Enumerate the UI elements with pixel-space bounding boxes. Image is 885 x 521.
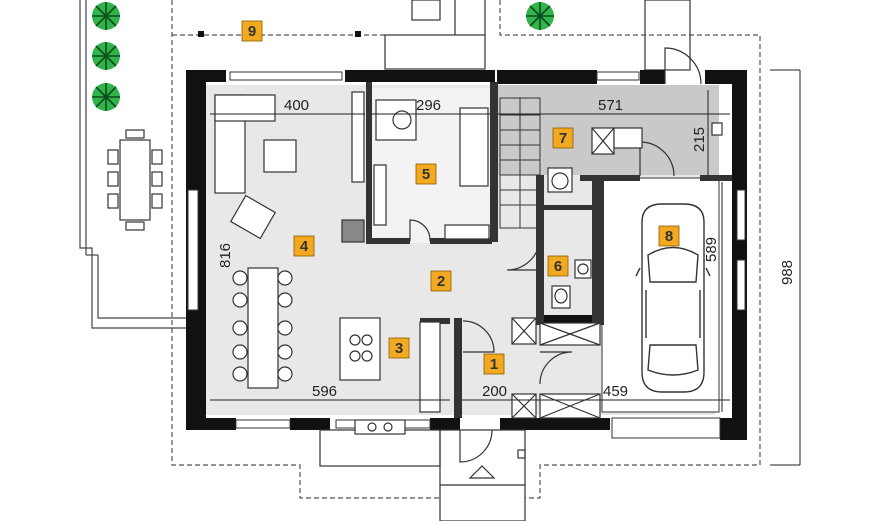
room-tag-6: 6 [547,255,569,277]
dimension-labels: 400 296 571 215 816 589 988 596 200 459 [217,97,796,400]
dimension-bottom-left: 596 [312,383,337,400]
room-tag-5: 5 [415,163,437,185]
room-label-1: 1 [490,356,498,373]
dimension-living-depth: 816 [217,243,234,268]
dimension-living-width: 400 [284,97,309,114]
terrace-markers [198,31,361,37]
room-label-3: 3 [395,340,403,357]
room-tag-7: 7 [552,127,574,149]
room-label-7: 7 [559,130,567,147]
dimension-total-depth: 988 [779,260,796,285]
dimension-utility-width: 571 [598,97,623,114]
dimension-garage-depth: 589 [703,237,720,262]
tree-icon [526,2,554,30]
kitchen-furniture [339,317,441,435]
top-structures [384,0,691,71]
tree-icon [92,2,120,30]
room-tag-9: 9 [241,20,263,42]
room-tag-3: 3 [388,337,410,359]
dimension-study-width: 296 [416,97,441,114]
entrance-steps [319,429,526,521]
utility-furniture [511,122,723,419]
room-label-8: 8 [665,228,673,245]
room-tag-4: 4 [293,235,315,257]
dimension-lines [210,69,801,466]
room-tag-1: 1 [483,353,505,375]
dimension-bottom-right: 459 [603,383,628,400]
room-tag-8: 8 [658,225,680,247]
dimension-utility-depth: 215 [691,127,708,152]
room-label-2: 2 [437,273,445,290]
study-furniture [341,99,490,243]
living-furniture [214,91,365,389]
room-label-6: 6 [554,258,562,275]
interior-walls [366,82,732,418]
patio-outline [79,0,190,329]
room-label-9: 9 [248,23,256,40]
outdoor-table [107,129,163,231]
terrace-outline [171,0,761,499]
dimension-bottom-mid: 200 [482,383,507,400]
room-tag-2: 2 [430,270,452,292]
room-label-5: 5 [422,166,430,183]
tree-icon [92,42,120,70]
room-label-4: 4 [300,238,309,255]
car-icon [635,203,711,393]
tree-icon [92,83,120,111]
room-tags: 1 2 3 4 5 6 7 8 [241,20,680,375]
staircase [499,97,541,229]
